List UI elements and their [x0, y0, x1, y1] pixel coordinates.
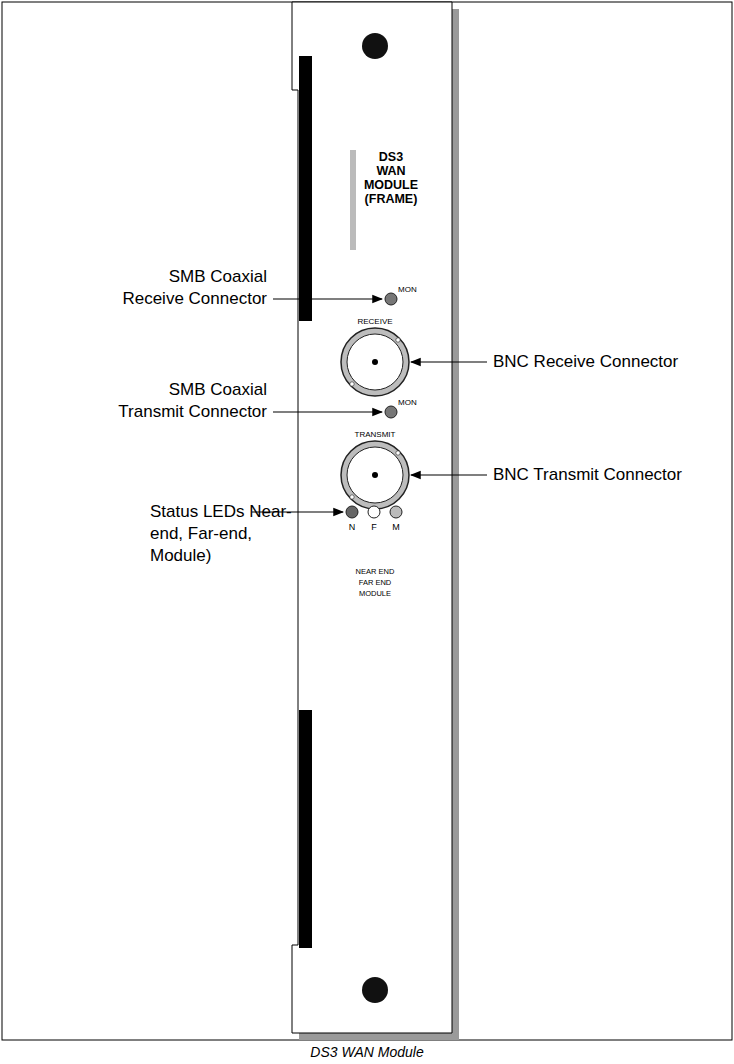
led-letter: N — [349, 522, 356, 533]
figure-frame — [2, 2, 732, 1040]
leader-arrow — [273, 298, 382, 299]
label-bar — [350, 150, 356, 250]
guide-strip — [299, 56, 312, 321]
guide-strip — [299, 710, 312, 948]
port-label: RECEIVE — [357, 317, 392, 327]
status-led — [368, 506, 380, 518]
port-label: MON — [398, 285, 417, 295]
leader-arrow — [411, 361, 487, 362]
callout-label: SMB Coaxial Transmit Connector — [111, 379, 267, 423]
callout-label: BNC Receive Connector — [493, 351, 678, 373]
figure-caption: DS3 WAN Module — [310, 1043, 423, 1061]
port-label: TRANSMIT — [355, 430, 396, 440]
bnc-connector — [341, 441, 409, 509]
port-label: MON — [398, 398, 417, 408]
callout-label: SMB Coaxial Receive Connector — [111, 266, 267, 310]
face-plate — [292, 2, 452, 1033]
led-letter: F — [371, 522, 377, 533]
callout-label: Status LEDs Near-end, Far-end, Module) — [150, 501, 306, 567]
mounting-screw — [362, 977, 388, 1003]
module-title: DS3 WAN MODULE (FRAME) — [363, 150, 419, 206]
mounting-screw — [362, 33, 388, 59]
face-plate: DS3 WAN MODULE (FRAME) MON RECEIVE MON TRANS… — [292, 2, 460, 1034]
leader-arrow — [273, 411, 382, 412]
status-led — [390, 506, 402, 518]
bnc-connector — [341, 328, 409, 396]
led-legend: NEAR END FAR END MODULE — [349, 566, 401, 599]
callout-label: BNC Transmit Connector — [493, 464, 682, 486]
status-led — [346, 506, 358, 518]
smb-connector — [385, 406, 397, 418]
leader-arrow — [411, 474, 487, 475]
led-letter: M — [392, 522, 400, 533]
smb-connector — [385, 293, 397, 305]
